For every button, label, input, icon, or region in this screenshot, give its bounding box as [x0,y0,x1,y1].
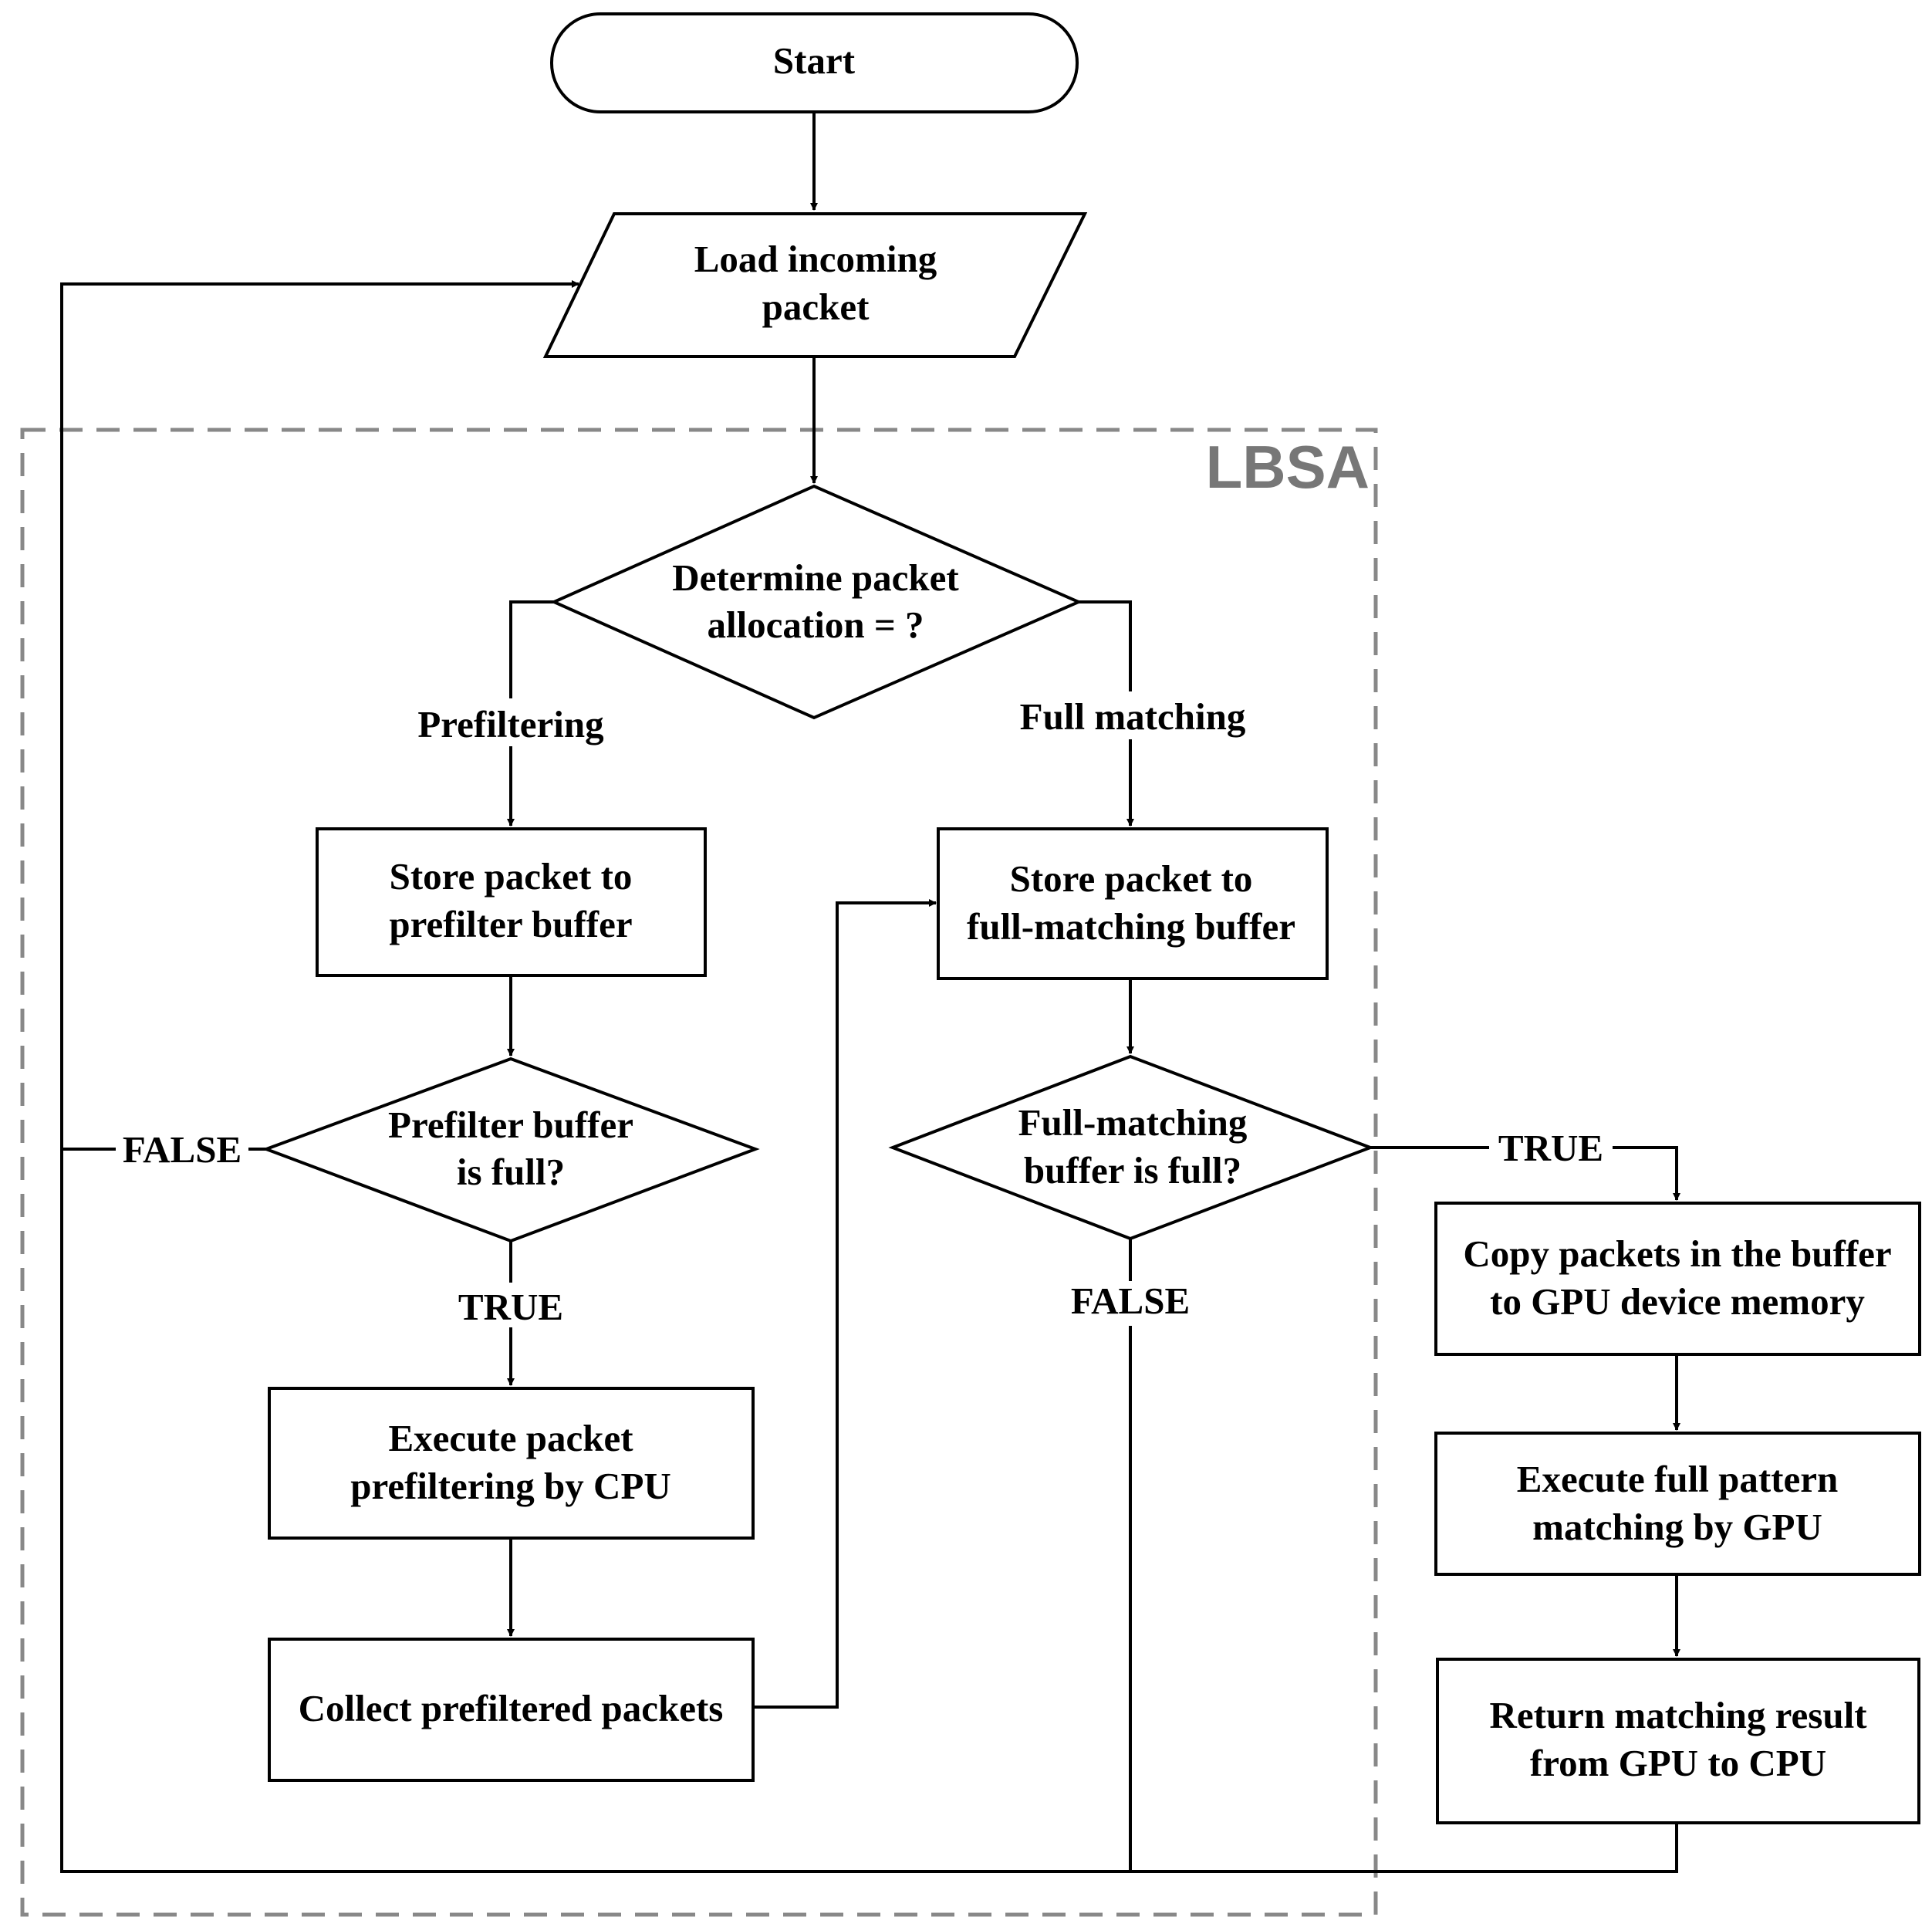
execute-full-matching-label-line-2: matching by GPU [1532,1506,1822,1548]
execute-full-matching-label-line-1: Execute full pattern [1517,1458,1838,1500]
store-fullmatch-label-line-2: full-matching buffer [967,905,1295,948]
copy-to-gpu-node: Copy packets in the buffer to GPU device… [1434,1202,1921,1356]
edge-label-fullmatch-false: FALSE [1071,1280,1190,1322]
start-terminator: Start [550,12,1079,113]
execute-prefilter-label-line-2: prefiltering by CPU [350,1465,671,1507]
collect-prefiltered-label: Collect prefiltered packets [299,1687,724,1729]
edge-labels: Prefiltering Full matching FALSE TRUE TR… [116,691,1613,1328]
edge-determine-to-store-full [1079,600,1134,827]
execute-prefilter-label-line-1: Execute packet [388,1417,633,1459]
prefilter-full-label-line-2: is full? [457,1151,565,1193]
edge-collect-to-store-full [755,899,937,1709]
edges [60,112,1680,1873]
edge-label-prefilter-true: TRUE [458,1286,563,1328]
lbsa-region: LBSA [20,428,1378,1917]
determine-allocation-label-line-1: Determine packet [672,556,959,599]
copy-to-gpu-label-line-1: Copy packets in the buffer [1463,1232,1891,1275]
load-packet-node: Load incoming packet [542,212,1088,358]
edge-label-full-matching: Full matching [1020,695,1246,738]
store-prefilter-buffer-node: Store packet to prefilter buffer [316,827,707,977]
load-packet-label-line-2: packet [762,286,870,328]
lbsa-region-label: LBSA [1206,433,1370,501]
edge-return-to-loop [60,1149,1678,1873]
store-prefilter-label-line-1: Store packet to [390,855,633,898]
return-result-label-line-1: Return matching result [1489,1694,1867,1736]
return-result-node: Return matching result from GPU to CPU [1436,1658,1920,1824]
fullmatch-full-label-line-1: Full-matching [1018,1101,1248,1144]
copy-to-gpu-label-line-2: to GPU device memory [1490,1280,1865,1323]
edge-label-prefiltering: Prefiltering [417,703,604,745]
fullmatch-full-label-line-2: buffer is full? [1024,1149,1241,1192]
prefilter-full-decision: Prefilter buffer is full? [262,1056,760,1243]
edge-fullmatch-true-to-copy [1370,1146,1680,1201]
execute-full-matching-node: Execute full pattern matching by GPU [1434,1432,1921,1576]
determine-allocation-decision: Determine packet allocation = ? [550,484,1083,720]
edge-determine-to-store-prefilter [507,600,554,827]
determine-allocation-label-line-2: allocation = ? [707,603,924,646]
nodes: Start Load incoming packet Determine pac… [262,12,1921,1824]
load-packet-label-line-1: Load incoming [694,238,937,280]
execute-prefilter-node: Execute packet prefiltering by CPU [268,1387,755,1540]
start-label: Start [773,39,856,82]
return-result-label-line-2: from GPU to CPU [1530,1742,1826,1784]
store-fullmatch-label-line-1: Store packet to [1010,857,1253,900]
fullmatch-full-decision: Full-matching buffer is full? [888,1054,1375,1241]
store-prefilter-label-line-2: prefilter buffer [389,903,632,945]
store-fullmatch-buffer-node: Store packet to full-matching buffer [937,827,1329,980]
edge-label-fullmatch-true: TRUE [1498,1127,1603,1169]
collect-prefiltered-node: Collect prefiltered packets [268,1638,755,1782]
edge-label-prefilter-false: FALSE [123,1128,242,1171]
prefilter-full-label-line-1: Prefilter buffer [388,1104,633,1146]
